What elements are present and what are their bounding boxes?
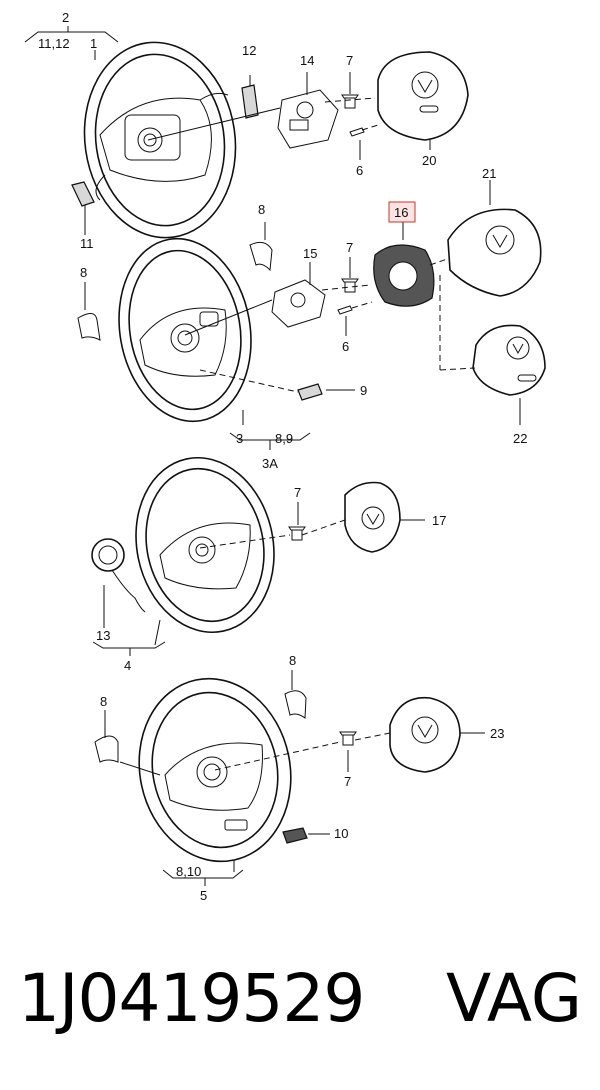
callout-4: 4 [124, 658, 131, 673]
callout-11-12: 11,12 [38, 36, 70, 51]
callout-20: 20 [422, 153, 436, 168]
callout-9: 9 [360, 383, 367, 398]
callout-23: 23 [490, 726, 504, 741]
callout-8-10: 8,10 [176, 864, 201, 879]
steering-wheel-3 [118, 237, 252, 423]
airbag-22 [472, 324, 546, 396]
screw-6-top [349, 127, 365, 137]
part-number: 1J0419529 [18, 960, 365, 1037]
clock-spring-13 [91, 538, 146, 613]
steering-wheel-4 [135, 456, 275, 634]
callout-6-top: 6 [356, 163, 363, 178]
cover-8-left-row2 [77, 313, 101, 341]
callout-2: 2 [62, 10, 69, 25]
button-12 [241, 84, 259, 119]
callout-8-row4-right: 8 [289, 653, 296, 668]
callout-7-row3: 7 [294, 485, 301, 500]
bolt-7-mid [341, 278, 359, 293]
switch-housing-14 [277, 89, 339, 149]
callout-8-row2-left: 8 [80, 265, 87, 280]
callout-13: 13 [96, 628, 110, 643]
bolt-7-row3 [288, 526, 306, 541]
callout-12: 12 [242, 43, 256, 58]
button-11 [71, 181, 95, 207]
callout-21: 21 [482, 166, 496, 181]
steering-wheel-1 [83, 41, 237, 239]
bolt-7-row4 [339, 731, 357, 746]
callout-14: 14 [300, 53, 314, 68]
callout-1: 1 [90, 36, 97, 51]
button-9 [297, 383, 323, 401]
callout-11: 11 [80, 236, 94, 251]
callout-22: 22 [513, 431, 527, 446]
callout-6-mid: 6 [342, 339, 349, 354]
airbag-17 [344, 481, 401, 553]
callout-5: 5 [200, 888, 207, 903]
callout-17: 17 [432, 513, 446, 528]
gti-badge-10 [282, 827, 308, 844]
callout-8-row4-left: 8 [100, 694, 107, 709]
airbag-21 [447, 208, 542, 297]
callout-8-row2-right: 8 [258, 202, 265, 217]
cover-8-right-row2 [249, 241, 273, 272]
callout-15: 15 [303, 246, 317, 261]
trim-16 [373, 244, 435, 307]
callout-7-row4: 7 [344, 774, 351, 789]
screw-6-mid [337, 305, 353, 315]
callout-10: 10 [334, 826, 348, 841]
callout-8-9: 8,9 [275, 431, 293, 446]
airbag-23 [389, 696, 461, 773]
cover-8-left-row4 [94, 735, 119, 763]
exploded-parts-diagram: 2 11,12 1 12 14 7 6 20 11 8 16 21 8 15 7… [24, 10, 546, 903]
steering-wheel-5 [138, 677, 292, 863]
cover-8-right-row4 [284, 690, 307, 719]
brand-name: VAG [445, 960, 582, 1037]
callout-7-top: 7 [346, 53, 353, 68]
switch-housing-15 [271, 279, 326, 328]
callout-7-mid: 7 [346, 240, 353, 255]
callout-3a: 3A [262, 456, 278, 471]
highlight-box-16 [388, 201, 416, 223]
callout-3: 3 [236, 431, 243, 446]
callout-16: 16 [394, 205, 408, 220]
bolt-7-top [341, 94, 359, 109]
airbag-20 [377, 51, 469, 141]
